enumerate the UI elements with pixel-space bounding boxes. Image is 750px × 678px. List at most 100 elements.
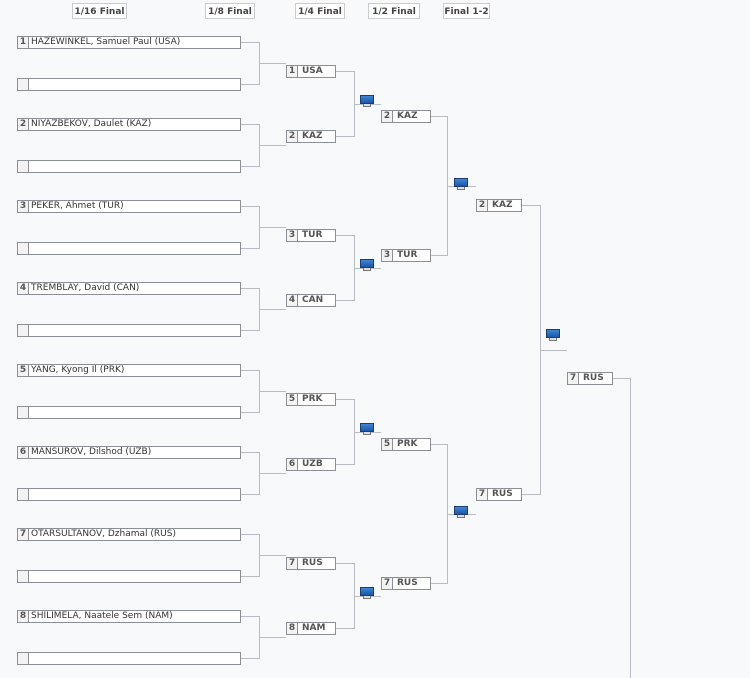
player-name: [29, 653, 31, 663]
connector-line: [241, 370, 260, 371]
connector-line: [522, 205, 540, 206]
round-header: 1/4 Final: [295, 3, 345, 19]
player-name: HAZEWINKEL, Samuel Paul (USA): [31, 37, 181, 47]
player-slot[interactable]: [17, 324, 241, 337]
tv-monitor-icon[interactable]: [359, 94, 375, 109]
player-slot[interactable]: [17, 406, 241, 419]
connector-line: [259, 63, 286, 64]
seed-number: 8: [287, 623, 298, 634]
tv-monitor-icon[interactable]: [359, 586, 375, 601]
seed-number: [18, 489, 29, 500]
round-header: 1/16 Final: [72, 3, 127, 19]
connector-line: [241, 84, 260, 85]
player-name: YANG, Kyong Il (PRK): [31, 365, 125, 375]
team-code: USA: [302, 66, 323, 76]
connector-line: [259, 555, 286, 556]
team-code: UZB: [302, 459, 323, 469]
tv-stand: [363, 431, 371, 435]
team-slot[interactable]: 7 RUS: [286, 557, 336, 570]
connector-line: [431, 255, 448, 256]
round-header: Final 1-2: [443, 3, 490, 19]
connector-line: [241, 452, 260, 453]
connector-line: [259, 309, 286, 310]
tv-monitor-icon[interactable]: [453, 177, 469, 192]
team-code: RUS: [302, 558, 323, 568]
connector-line: [431, 444, 448, 445]
seed-number: 2: [477, 200, 488, 211]
team-code: TUR: [397, 250, 418, 260]
tv-screen: [360, 94, 374, 104]
seed-number: 5: [287, 394, 298, 405]
player-slot[interactable]: [17, 78, 241, 91]
player-name: [29, 571, 31, 581]
connector-line: [241, 658, 260, 659]
tv-screen: [454, 177, 468, 187]
seed-number: 2: [18, 119, 29, 130]
seed-number: [18, 161, 29, 172]
player-slot[interactable]: [17, 570, 241, 583]
seed-number: 3: [18, 201, 29, 212]
team-code: KAZ: [492, 200, 513, 210]
player-name: [29, 79, 31, 89]
seed-number: 7: [568, 373, 579, 384]
seed-number: 4: [287, 295, 298, 306]
team-code: RUS: [397, 578, 418, 588]
connector-line: [522, 494, 540, 495]
tv-screen: [360, 258, 374, 268]
team-slot[interactable]: 5 PRK: [286, 393, 336, 406]
seed-number: 8: [18, 611, 29, 622]
seed-number: 6: [287, 459, 298, 470]
connector-line: [336, 628, 355, 629]
seed-number: 2: [382, 111, 393, 122]
tv-monitor-icon[interactable]: [359, 258, 375, 273]
tv-monitor-icon[interactable]: [453, 505, 469, 520]
seed-number: 7: [477, 489, 488, 500]
round-header: 1/2 Final: [368, 3, 420, 19]
player-slot[interactable]: [17, 488, 241, 501]
team-code: RUS: [492, 489, 513, 499]
tv-monitor-icon[interactable]: [359, 422, 375, 437]
team-slot[interactable]: 6 UZB: [286, 458, 336, 471]
seed-number: [18, 653, 29, 664]
player-slot[interactable]: [17, 652, 241, 665]
player-slot[interactable]: [17, 160, 241, 173]
seed-number: 1: [287, 66, 298, 77]
seed-number: 5: [382, 439, 393, 450]
seed-number: 6: [18, 447, 29, 458]
seed-number: [18, 243, 29, 254]
team-slot[interactable]: 2 KAZ: [476, 199, 522, 212]
seed-number: 7: [287, 558, 298, 569]
team-code: PRK: [302, 394, 323, 404]
connector-line: [241, 576, 260, 577]
team-slot[interactable]: 7 RUS: [476, 488, 522, 501]
seed-number: 1: [18, 37, 29, 48]
team-slot[interactable]: 1 USA: [286, 65, 336, 78]
connector-line: [241, 42, 260, 43]
tv-monitor-icon[interactable]: [545, 328, 561, 343]
player-name: [29, 407, 31, 417]
connector-line: [259, 145, 286, 146]
tv-screen: [360, 586, 374, 596]
connector-line: [259, 227, 286, 228]
player-name: SHILIMELA, Naatele Sem (NAM): [31, 611, 173, 621]
player-slot[interactable]: [17, 242, 241, 255]
connector-line: [259, 473, 286, 474]
